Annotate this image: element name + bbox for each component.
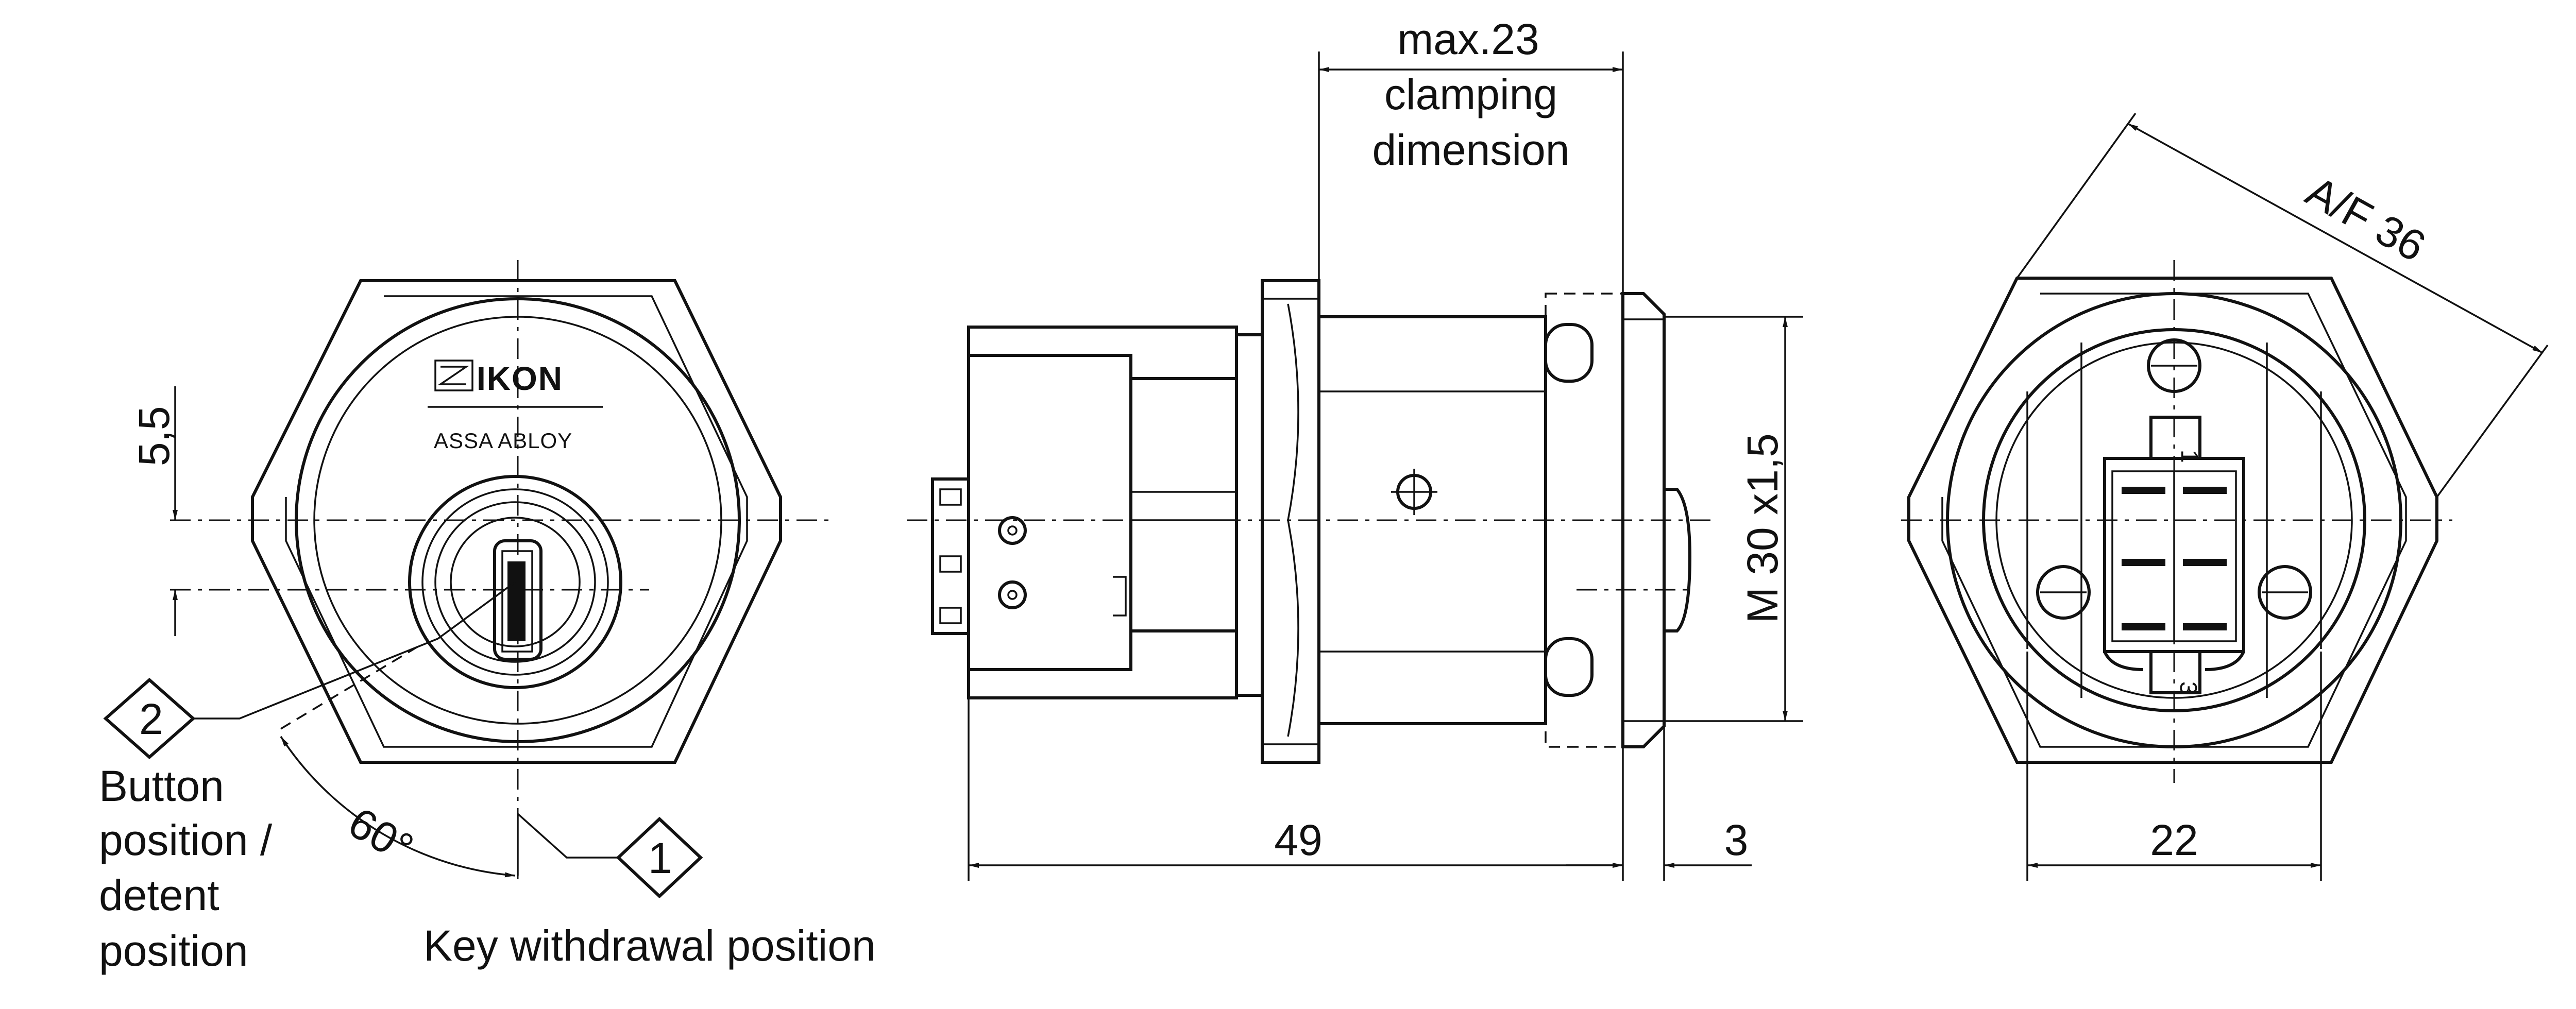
switch-mark-1: 1 xyxy=(2176,450,2203,463)
marker-2-diamond xyxy=(103,677,196,760)
angle-label: 60° xyxy=(341,798,421,873)
logo-company-text: ASSA ABLOY xyxy=(434,429,572,453)
switch-mark-3: 3 xyxy=(2175,681,2202,695)
marker-1-label: 1 xyxy=(648,834,672,882)
front-hex-outline xyxy=(251,279,782,764)
rear-view: 1 3 A/F 36 22 xyxy=(1901,112,2549,881)
dim-offset-label: 5,5 xyxy=(130,406,178,466)
dim-clamping-line-2: clamping xyxy=(1384,70,1557,118)
note-button-line-2: position / xyxy=(99,816,273,864)
side-view: max.23 clamping dimension M 30 x1,5 49 3 xyxy=(907,15,1803,881)
dim-flange-label: 3 xyxy=(1724,816,1749,864)
note-button-line-1: Button xyxy=(99,762,224,810)
logo-brand-text: IKON xyxy=(477,360,563,397)
dim-length-label: 49 xyxy=(1274,816,1322,864)
front-view: IKON ASSA ABLOY 5,5 2 60° xyxy=(99,260,876,975)
dim-width-label: 22 xyxy=(2150,816,2198,864)
marker-1-diamond xyxy=(616,816,703,899)
note-key-withdrawal: Key withdrawal position xyxy=(423,921,876,970)
dim-clamping-line-1: max.23 xyxy=(1397,15,1539,63)
dim-thread-label: M 30 x1,5 xyxy=(1738,433,1787,623)
marker-2-label: 2 xyxy=(139,695,163,743)
note-button-line-4: position xyxy=(99,927,248,975)
dim-clamping-line-3: dimension xyxy=(1372,126,1570,174)
ikon-logo: IKON ASSA ABLOY xyxy=(428,360,603,453)
note-button-line-3: detent xyxy=(99,871,219,919)
